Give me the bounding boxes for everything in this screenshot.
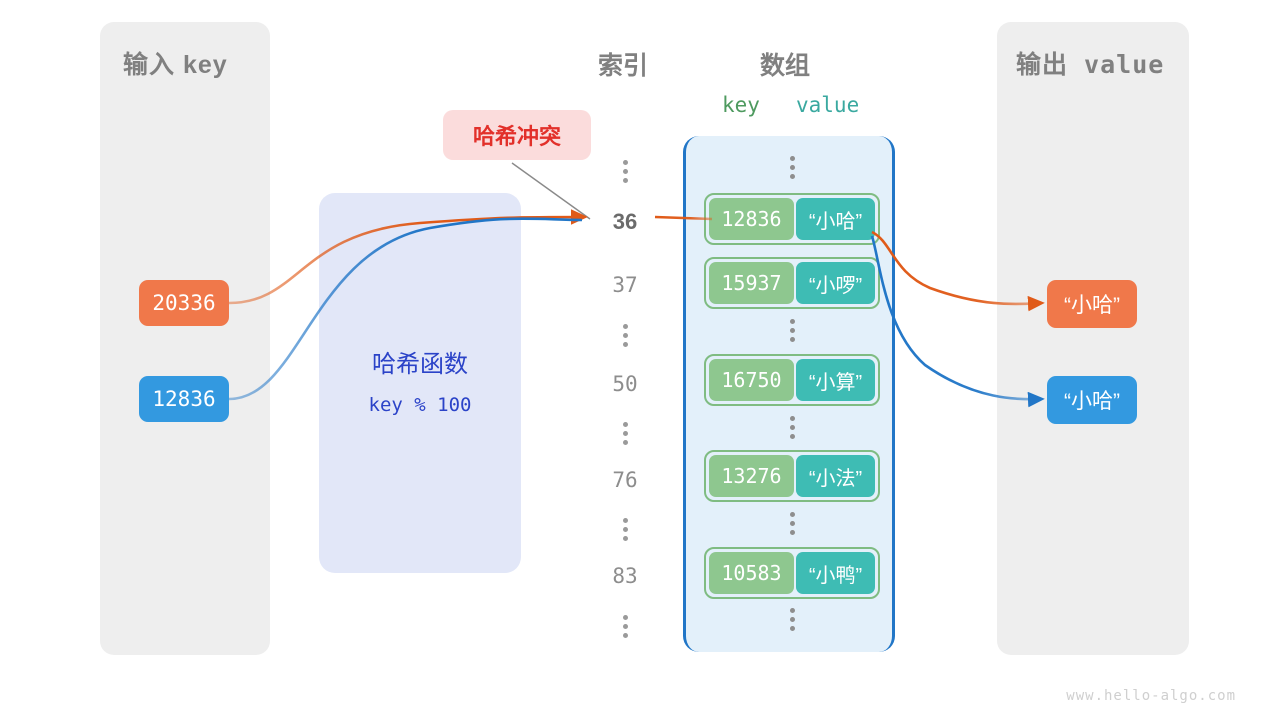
index-label: 37 bbox=[612, 273, 638, 297]
bucket-key: 10583 bbox=[709, 552, 794, 594]
index-label: 76 bbox=[612, 468, 638, 492]
bucket-row: 12836“小哈” bbox=[704, 193, 880, 245]
index-column: 36 37 50 76 83 bbox=[594, 140, 656, 652]
bucket-row: 16750“小算” bbox=[704, 354, 880, 406]
bucket-key: 12836 bbox=[709, 198, 794, 240]
array-ellipsis bbox=[686, 319, 898, 347]
hash-collision-badge: 哈希冲突 bbox=[443, 110, 591, 160]
hash-function-box bbox=[319, 193, 521, 573]
output-panel bbox=[997, 22, 1189, 655]
bucket-value: “小啰” bbox=[795, 262, 875, 304]
value-subheader: value bbox=[796, 93, 860, 117]
index-label: 36 bbox=[612, 209, 638, 234]
bucket-value: “小鸭” bbox=[795, 552, 875, 594]
index-ellipsis bbox=[594, 615, 656, 639]
bucket-row: 10583“小鸭” bbox=[704, 547, 880, 599]
bucket-value: “小哈” bbox=[795, 198, 875, 240]
hash-function-formula: key % 100 bbox=[368, 394, 472, 416]
bucket-key: 16750 bbox=[709, 359, 794, 401]
index-label: 50 bbox=[612, 372, 638, 396]
output-value-chip: “小哈” bbox=[1047, 376, 1137, 424]
array-ellipsis bbox=[686, 416, 898, 444]
hash-function-title: 哈希函数 bbox=[372, 351, 468, 378]
array-container: 12836“小哈”15937“小啰”16750“小算”13276“小法”1058… bbox=[683, 136, 895, 652]
input-key-chip: 12836 bbox=[139, 376, 229, 422]
input-key-chip: 20336 bbox=[139, 280, 229, 326]
bucket-key: 15937 bbox=[709, 262, 794, 304]
index-ellipsis bbox=[594, 324, 656, 348]
collision-leader-line bbox=[511, 162, 591, 220]
array-ellipsis bbox=[686, 512, 898, 540]
array-ellipsis bbox=[686, 608, 898, 636]
bucket-value: “小算” bbox=[795, 359, 875, 401]
index-ellipsis bbox=[594, 160, 656, 184]
bucket-row: 15937“小啰” bbox=[704, 257, 880, 309]
input-panel bbox=[100, 22, 270, 655]
index-ellipsis bbox=[594, 518, 656, 542]
output-panel-title: 输出 value bbox=[1016, 50, 1165, 79]
key-subheader: key bbox=[722, 93, 760, 117]
watermark: www.hello-algo.com bbox=[1066, 688, 1236, 704]
output-value-chip: “小哈” bbox=[1047, 280, 1137, 328]
input-panel-title: 输入 key bbox=[123, 51, 228, 79]
index-column-header: 索引 bbox=[598, 52, 649, 80]
bucket-key: 13276 bbox=[709, 455, 794, 497]
index-label: 83 bbox=[612, 564, 638, 588]
array-ellipsis bbox=[686, 156, 898, 184]
bucket-value: “小法” bbox=[795, 455, 875, 497]
array-column-header: 数组 bbox=[760, 52, 811, 80]
index-ellipsis bbox=[594, 422, 656, 446]
bucket-row: 13276“小法” bbox=[704, 450, 880, 502]
